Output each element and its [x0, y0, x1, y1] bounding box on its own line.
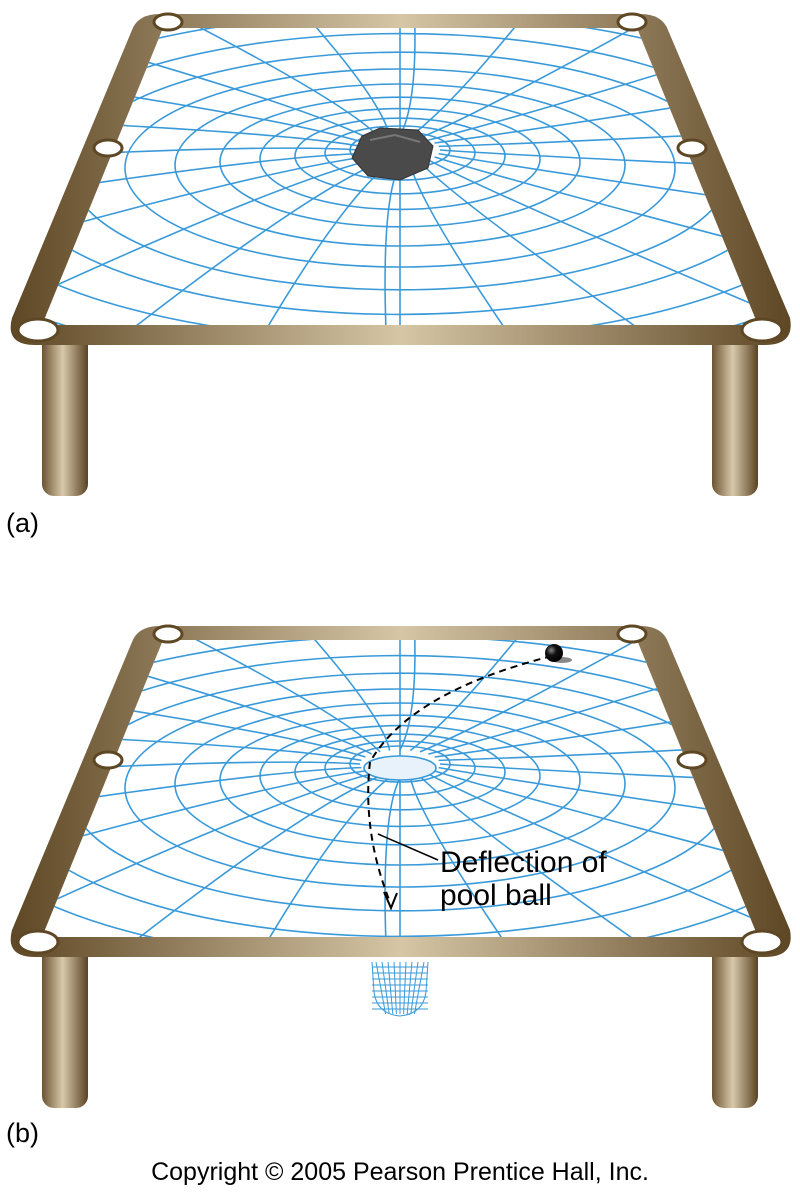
grid-radial-line	[427, 159, 758, 325]
table-pocket	[740, 929, 784, 955]
table-pocket	[616, 12, 648, 32]
table-leg-left	[42, 942, 88, 1108]
table-pocket	[616, 624, 648, 644]
grid-radial-line	[42, 773, 372, 937]
table-pocket	[676, 138, 708, 158]
rock-highlight	[369, 133, 421, 143]
panel-a-label: (a)	[6, 508, 39, 538]
table-pocket	[676, 750, 708, 770]
grid-radial-line	[409, 163, 634, 325]
table-pocket	[16, 317, 60, 343]
annotation-leader-line	[377, 833, 439, 861]
grid-radial-line	[434, 770, 758, 937]
funnel-line	[381, 961, 390, 1015]
grid-radial-line	[42, 28, 381, 139]
grid-radial-line	[166, 776, 391, 937]
table-pocket	[92, 138, 124, 158]
table-leg-right	[712, 330, 758, 496]
grid-radial-line	[42, 28, 373, 141]
grid-radial-line	[42, 770, 366, 937]
grid-radial-line	[384, 163, 401, 325]
grid-radial-line	[166, 162, 391, 325]
table-pocket	[152, 624, 184, 644]
table-pocket	[16, 929, 60, 955]
grid-radial-line	[419, 28, 758, 139]
table-leg-left	[42, 330, 88, 496]
gravity-well-funnel	[371, 961, 429, 1017]
funnel-line	[413, 961, 425, 1015]
pool-table-b	[10, 624, 791, 1108]
pool-ball	[545, 644, 563, 662]
grid-radial-line	[42, 775, 381, 937]
grid-radial-line	[166, 640, 391, 751]
panel-b-label: (b)	[6, 1118, 39, 1148]
table-pocket	[152, 12, 184, 32]
annotation-line-2: pool ball	[440, 879, 552, 912]
grid-radial-line	[434, 156, 758, 325]
funnel-line	[387, 961, 394, 1015]
funnel-line	[403, 961, 407, 1015]
grid-radial-line	[42, 640, 381, 753]
deflection-annotation: Deflection of pool ball	[440, 846, 607, 912]
grid-radial-line	[42, 159, 372, 325]
grid-radial-line	[428, 640, 758, 755]
grid-radial-line	[419, 775, 758, 937]
grid-radial-line	[419, 640, 758, 753]
pool-table-a	[10, 12, 791, 496]
grid-radial-line	[166, 28, 391, 137]
grid-radial-line	[409, 28, 634, 138]
grid-radial-line	[427, 773, 758, 937]
grid-radial-line	[399, 640, 416, 751]
copyright-notice: Copyright © 2005 Pearson Prentice Hall, …	[151, 1158, 649, 1186]
funnel-line	[406, 961, 413, 1015]
ball-trajectory	[367, 655, 553, 903]
grid-radial-line	[428, 28, 758, 141]
grid-radial-line	[42, 161, 381, 325]
table-pocket	[92, 750, 124, 770]
table-leg-right	[712, 942, 758, 1108]
annotation-line-1: Deflection of	[440, 846, 607, 879]
trajectory-arrowhead	[383, 891, 398, 911]
funnel-line	[375, 961, 387, 1015]
funnel-line	[393, 961, 397, 1015]
table-pocket	[740, 317, 784, 343]
grid-radial-line	[399, 28, 416, 137]
grid-radial-line	[419, 161, 758, 325]
grid-radial-line	[42, 156, 366, 325]
gravity-well-opening	[363, 755, 437, 781]
funnel-line	[410, 961, 419, 1015]
grid-radial-line	[409, 640, 634, 752]
grid-radial-line	[409, 777, 634, 937]
grid-radial-line	[42, 640, 373, 755]
